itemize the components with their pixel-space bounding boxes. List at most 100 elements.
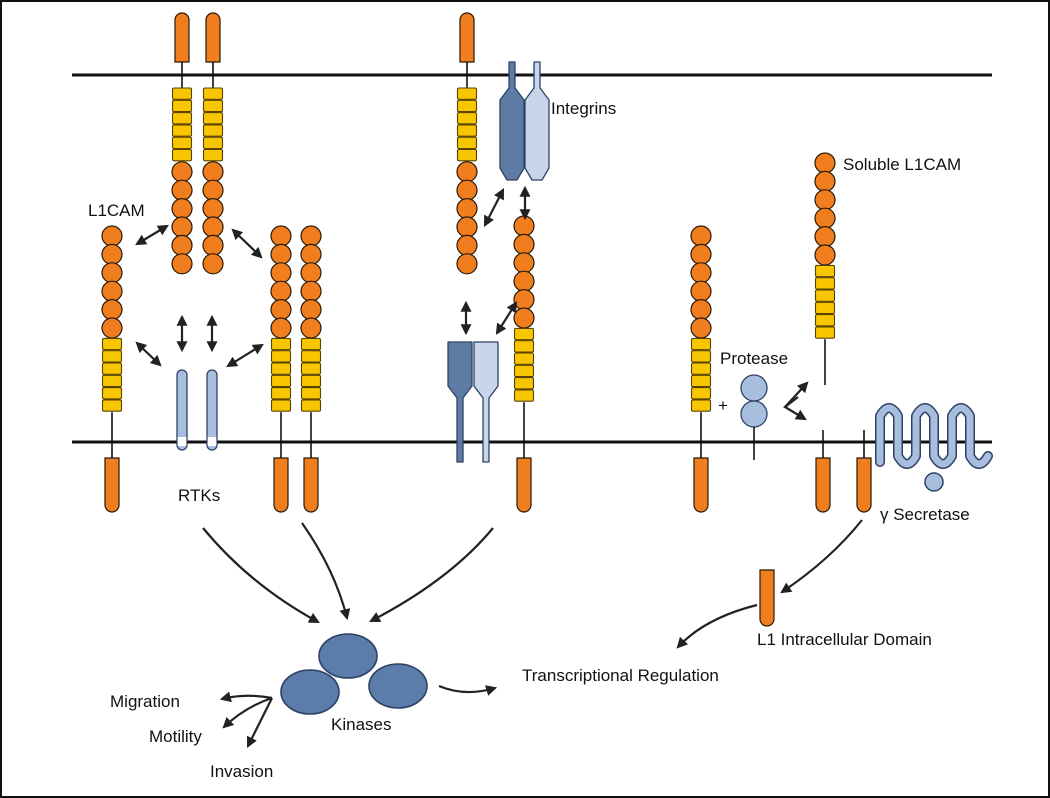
ig-domain: [814, 152, 836, 174]
ig-domain: [202, 161, 224, 183]
cytoplasmic-tail: [205, 12, 221, 63]
kinases-label: Kinases: [331, 715, 391, 734]
interaction-arrow: [483, 188, 505, 227]
ig-domain: [513, 289, 535, 311]
gamma-secretase-label: γ Secretase: [880, 505, 970, 524]
ig-domain: [270, 299, 292, 321]
fn3-domain: [456, 124, 478, 137]
interaction-arrow: [231, 228, 263, 259]
kinase-to-transcription-arrow: [438, 684, 498, 696]
ig-domain: [814, 189, 836, 211]
ig-domain: [456, 253, 478, 275]
ig-domain: [513, 215, 535, 237]
fn3-domain: [690, 374, 712, 388]
fn3-domain: [814, 314, 836, 327]
fn3-domain: [171, 136, 193, 150]
ig-domain: [300, 243, 322, 265]
fn3-domain: [300, 374, 322, 388]
integrins-label: Integrins: [551, 99, 616, 118]
fn3-domain: [202, 136, 224, 150]
ig-domain: [814, 207, 836, 229]
fn3-domain: [456, 136, 478, 150]
motility-label: Motility: [149, 727, 202, 746]
ig-domain: [202, 179, 224, 201]
ig-domain: [171, 234, 193, 256]
ig-domain: [456, 198, 478, 220]
ig-domain: [690, 299, 712, 321]
ig-domain: [513, 307, 535, 329]
fn3-domain: [513, 377, 535, 390]
ig-domain: [690, 243, 712, 265]
gamma-secretase-fill: [876, 404, 992, 468]
ig-domain: [690, 262, 712, 284]
signal-arrow-l1cam: [301, 522, 351, 621]
ig-domain: [270, 243, 292, 265]
integrin-beta: [473, 341, 499, 463]
ig-domain: [171, 253, 193, 275]
ig-domain: [456, 161, 478, 183]
ig-domain: [202, 253, 224, 275]
fn3-domain: [202, 124, 224, 137]
invasion-label: Invasion: [210, 762, 273, 781]
ig-domain: [300, 280, 322, 302]
cytoplasmic-tail: [303, 457, 319, 513]
signal-arrow-rtk: [202, 527, 320, 624]
fn3-domain: [171, 99, 193, 113]
ig-domain: [270, 262, 292, 284]
fn3-domain: [456, 99, 478, 113]
fn3-domain: [171, 112, 193, 125]
rtk-membrane-segment: [207, 437, 217, 446]
fn3-domain: [270, 362, 292, 375]
cytoplasmic-tail: [174, 12, 190, 63]
cytoplasmic-tail: [759, 569, 775, 627]
migration-arrow: [219, 691, 273, 703]
icd-to-transcription-arrow: [676, 603, 758, 649]
ig-domain: [456, 234, 478, 256]
ig-domain: [101, 225, 123, 247]
ig-domain: [101, 262, 123, 284]
fn3-domain: [171, 124, 193, 137]
fn3-domain: [202, 112, 224, 125]
ig-domain: [202, 198, 224, 220]
arrows-layer: [135, 185, 863, 748]
l1cam-label: L1CAM: [88, 201, 145, 220]
ig-domain: [101, 299, 123, 321]
ig-domain: [270, 280, 292, 302]
fn3-domain: [101, 399, 123, 412]
ig-domain: [202, 234, 224, 256]
kinase-ellipse: [280, 669, 340, 715]
cytoplasmic-tail: [104, 457, 120, 513]
kinases-group: [280, 633, 428, 715]
rtk-receptor: [176, 369, 188, 451]
fn3-domain: [690, 362, 712, 375]
protease-label: Protease: [720, 349, 788, 368]
ig-domain: [300, 262, 322, 284]
kinase-ellipse: [368, 663, 428, 709]
ig-domain: [171, 198, 193, 220]
ig-domain: [300, 225, 322, 247]
plus-sign: +: [718, 396, 728, 415]
ig-domain: [690, 225, 712, 247]
migration-label: Migration: [110, 692, 180, 711]
fn3-domain: [270, 374, 292, 388]
fn3-domain: [814, 264, 836, 278]
molecules-layer: [101, 12, 993, 627]
fn3-domain: [513, 340, 535, 353]
fn3-domain: [300, 387, 322, 400]
fn3-domain: [513, 352, 535, 365]
rtks-label: RTKs: [178, 486, 220, 505]
fn3-domain: [270, 350, 292, 363]
rtk-receptor: [206, 369, 218, 451]
fn3-domain: [456, 112, 478, 125]
protease-domain: [740, 400, 768, 428]
cytoplasmic-tail: [516, 457, 532, 513]
fn3-domain: [171, 148, 193, 162]
ig-domain: [270, 317, 292, 339]
fn3-domain: [202, 87, 224, 100]
ig-domain: [456, 216, 478, 238]
ig-domain: [513, 270, 535, 292]
ig-domain: [690, 317, 712, 339]
fn3-domain: [202, 99, 224, 113]
ig-domain: [300, 317, 322, 339]
